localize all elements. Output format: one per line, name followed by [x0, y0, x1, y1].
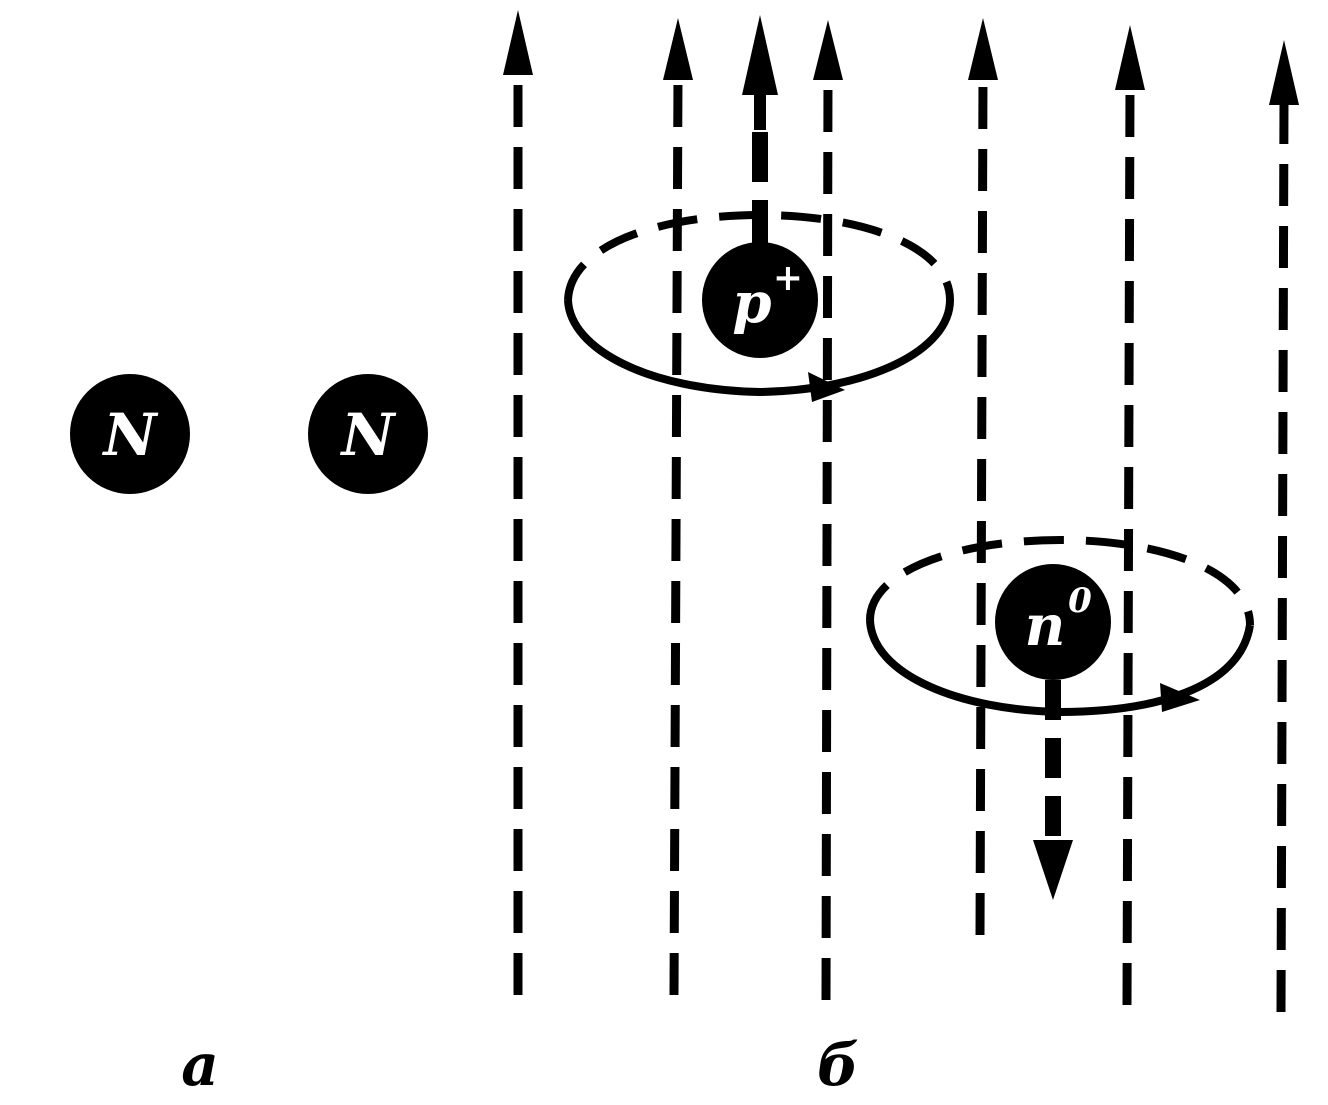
nucleon-1-circle — [70, 374, 190, 494]
nucleon-1: N — [70, 374, 190, 494]
field-line-4 — [968, 18, 998, 936]
proton-circle — [702, 242, 818, 358]
caption-b: б — [817, 1031, 859, 1099]
nucleon-2-label: N — [339, 401, 396, 469]
nucleon-2: N — [308, 374, 428, 494]
proton-label: p — [732, 270, 771, 336]
field-line-5 — [1115, 25, 1145, 1006]
neutron-spin-arrow — [1033, 680, 1073, 900]
neutron-label: n — [1025, 593, 1066, 659]
field-lines — [503, 10, 1299, 1013]
neutron-charge: 0 — [1068, 581, 1092, 621]
neutron-group: n 0 — [866, 535, 1254, 900]
field-line-3 — [813, 20, 843, 1001]
neutron-orbit-arrow — [1160, 683, 1200, 712]
panel-a: N N — [70, 374, 428, 494]
proton-charge: + — [773, 257, 803, 299]
field-line-6 — [1269, 40, 1299, 1013]
nucleon-1-label: N — [101, 401, 158, 469]
proton-spin-arrow — [742, 15, 778, 250]
caption-a: а — [181, 1031, 219, 1099]
neutron-circle — [995, 564, 1111, 680]
proton-orbit-front — [564, 299, 954, 397]
proton-orbit-back — [564, 210, 954, 301]
proton-orbit-arrow — [808, 372, 845, 402]
nucleon-2-circle — [308, 374, 428, 494]
field-line-1 — [503, 10, 533, 995]
proton-group: p + — [564, 15, 954, 402]
neutron-orbit-back — [866, 535, 1254, 626]
field-line-2 — [663, 18, 693, 996]
